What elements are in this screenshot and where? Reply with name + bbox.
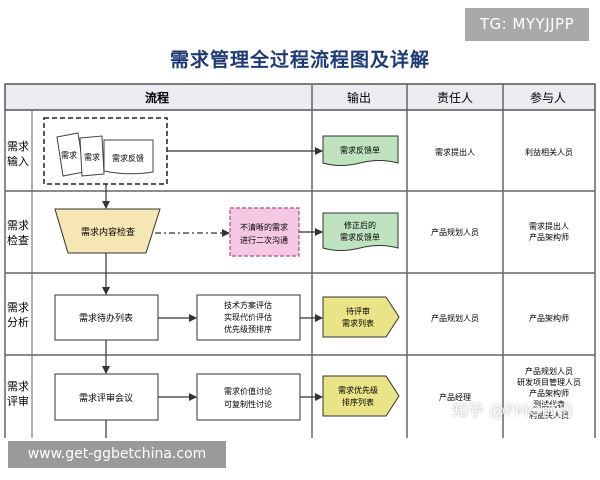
review-meeting-box: 需求评审会议 (54, 373, 159, 421)
input-card-3: 需求反馈 (103, 139, 154, 175)
stage-label-input-2: 输入 (7, 154, 29, 168)
header-output: 输出 (347, 90, 371, 105)
stage-label-review-1: 需求 (7, 380, 29, 393)
assessment-box: 技术方案评估 实现代价评估 优先级预排序 (196, 294, 301, 341)
url-badge: www.get-ggbetchina.com (8, 441, 226, 468)
output-tag-4: 需求优先级 排序列表 (322, 375, 400, 417)
participants-check-2: 产品架构师 (529, 232, 569, 242)
participants-check-1: 需求提出人 (529, 221, 569, 231)
output-doc-1: 需求反馈单 (322, 135, 399, 166)
output-doc-2-line-1: 修正后的 (344, 220, 376, 230)
input-card-1-label: 需求 (61, 150, 77, 160)
output-tag-3: 待评审 需求列表 (322, 296, 400, 338)
output-tag-4-line-2: 排序列表 (342, 397, 374, 407)
watermark: 知乎 @PMO前沿 (452, 401, 574, 420)
output-doc-2-line-2: 需求反馈单 (340, 232, 380, 242)
stage-label-analysis-1: 需求 (7, 301, 29, 314)
stage-label-analysis-2: 分析 (7, 315, 29, 329)
check-trapezoid: 需求内容检查 (54, 208, 161, 254)
discussion-line-2: 可复制性讨论 (224, 399, 272, 409)
header-owner: 责任人 (437, 91, 473, 105)
header-participants: 参与人 (530, 90, 566, 105)
participants-input: 利益相关人员 (525, 147, 573, 157)
output-doc-1-line-1: 需求反馈单 (340, 145, 380, 155)
input-card-3-label: 需求反馈 (112, 153, 144, 163)
participants-review-2: 研发项目管理人员 (517, 377, 581, 387)
owner-check: 产品规划人员 (431, 227, 479, 237)
owner-input: 需求提出人 (435, 147, 475, 157)
assessment-line-2: 实现代价评估 (224, 312, 272, 322)
stage-label-check-2: 检查 (7, 233, 29, 247)
clarify-line-2: 进行二次沟通 (240, 235, 288, 245)
participants-review-1: 产品规划人员 (525, 366, 573, 376)
assessment-line-3: 优先级预排序 (224, 324, 272, 334)
backlog-box-label: 需求待办列表 (79, 312, 133, 324)
stage-label-review-2: 评审 (7, 394, 29, 408)
participants-review-3: 产品架构师 (529, 388, 569, 398)
participants-review-5: 利益关人员 (529, 410, 569, 420)
tg-badge: TG: MYYJJPP (465, 8, 589, 41)
clarify-box: 不清晰的需求 进行二次沟通 (229, 207, 300, 257)
input-card-2-label: 需求 (84, 152, 100, 162)
discussion-line-1: 需求价值讨论 (224, 386, 272, 396)
output-tag-3-line-1: 待评审 (346, 306, 370, 316)
page-title: 需求管理全过程流程图及详解 (169, 49, 430, 71)
table-grid (4, 84, 596, 438)
stage-label-input-1: 需求 (7, 140, 29, 153)
output-tag-3-line-2: 需求列表 (342, 318, 374, 328)
input-card-2: 需求 (79, 135, 105, 177)
header-process: 流程 (145, 90, 169, 105)
owner-review: 产品经理 (439, 392, 471, 402)
owner-analysis: 产品规划人员 (431, 313, 479, 323)
review-meeting-label: 需求评审会议 (79, 392, 133, 404)
participants-review-4: 测试代表 (533, 399, 565, 409)
clarify-line-1: 不清晰的需求 (240, 222, 288, 232)
stage-label-check-1: 需求 (7, 219, 29, 232)
discussion-box: 需求价值讨论 可复制性讨论 (196, 373, 301, 421)
check-trapezoid-label: 需求内容检查 (81, 226, 135, 238)
assessment-line-1: 技术方案评估 (224, 300, 272, 310)
participants-analysis: 产品架构师 (529, 313, 569, 323)
output-doc-2: 修正后的 需求反馈单 (322, 212, 399, 251)
output-tag-4-line-1: 需求优先级 (338, 385, 378, 395)
header-row (4, 83, 596, 111)
backlog-box: 需求待办列表 (54, 294, 159, 341)
